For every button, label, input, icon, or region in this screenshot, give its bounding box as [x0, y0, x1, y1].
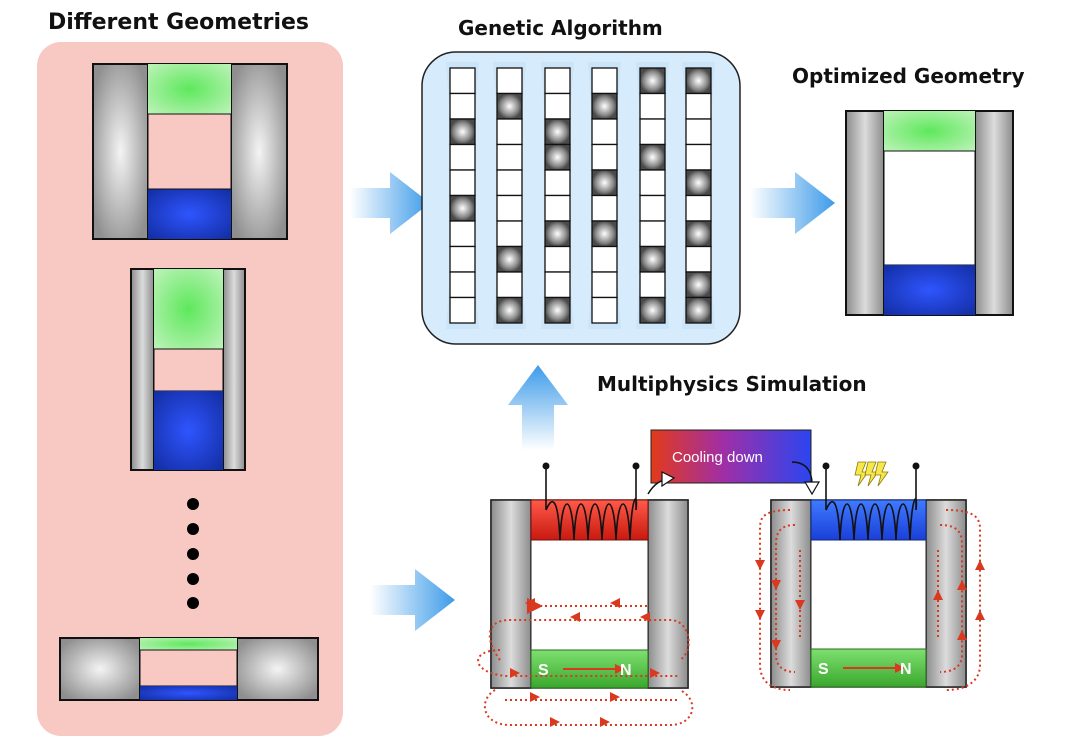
ga-gene-empty — [591, 67, 618, 95]
geometry-1 — [92, 63, 288, 240]
ga-gene-empty — [496, 271, 523, 299]
cooling-indicator: Cooling down — [647, 429, 821, 496]
optimized-geometry-title: Optimized Geometry — [792, 64, 1025, 88]
ga-gene-active — [685, 271, 712, 299]
ga-gene-empty — [591, 194, 618, 222]
ga-gene-empty — [639, 169, 666, 197]
magnet-right-north: N — [900, 661, 912, 678]
ga-gene-empty — [639, 118, 666, 146]
ga-gene-empty — [639, 92, 666, 120]
ga-gene-empty — [449, 296, 476, 324]
ga-gene-empty — [685, 245, 712, 273]
multiphysics-simulation-title: Multiphysics Simulation — [597, 372, 867, 396]
ga-gene-active — [591, 92, 618, 120]
ga-gene-active — [544, 143, 571, 171]
genetic-algorithm-title: Genetic Algorithm — [458, 16, 663, 40]
arrow-up-to-ga — [508, 365, 568, 450]
different-geometries-title: Different Geometries — [48, 10, 310, 35]
ga-gene-empty — [496, 118, 523, 146]
ga-gene-empty — [496, 67, 523, 95]
ga-gene-active — [449, 194, 476, 222]
ga-gene-active — [639, 143, 666, 171]
ga-gene-active — [591, 220, 618, 248]
ga-gene-empty — [639, 194, 666, 222]
ga-gene-empty — [591, 271, 618, 299]
geometry-2 — [130, 268, 246, 471]
cooling-arrow-out — [791, 461, 813, 485]
ga-grid — [446, 62, 715, 329]
ga-gene-empty — [685, 92, 712, 120]
ga-gene-active — [544, 296, 571, 324]
ga-gene-empty — [685, 143, 712, 171]
ga-gene-empty — [591, 245, 618, 273]
ga-gene-empty — [449, 271, 476, 299]
ga-gene-empty — [496, 143, 523, 171]
ga-gene-empty — [544, 67, 571, 95]
ga-gene-active — [449, 118, 476, 146]
ga-gene-empty — [544, 194, 571, 222]
simulation-cold: S N — [755, 461, 985, 691]
magnet-right-south: S — [818, 661, 829, 678]
ga-gene-empty — [639, 271, 666, 299]
arrow-to-simulation — [370, 569, 455, 631]
ga-gene-empty — [591, 118, 618, 146]
ga-gene-empty — [685, 118, 712, 146]
cooling-label: Cooling down — [672, 449, 763, 466]
ga-gene-active — [496, 296, 523, 324]
arrow-to-ga — [350, 172, 430, 234]
ga-gene-empty — [544, 271, 571, 299]
ga-gene-empty — [685, 194, 712, 222]
ellipsis-dots — [187, 498, 199, 609]
lightning-icon — [854, 461, 889, 487]
ga-gene-empty — [449, 169, 476, 197]
arrow-to-optimized — [750, 172, 835, 234]
ga-gene-empty — [496, 220, 523, 248]
ga-gene-empty — [639, 220, 666, 248]
ga-gene-empty — [449, 220, 476, 248]
simulation-hot: S N — [477, 462, 694, 727]
ga-gene-active — [685, 67, 712, 95]
ga-gene-empty — [496, 169, 523, 197]
ga-gene-empty — [449, 67, 476, 95]
ga-gene-active — [639, 296, 666, 324]
ga-gene-active — [685, 296, 712, 324]
geometry-3 — [59, 637, 319, 701]
ga-gene-empty — [591, 143, 618, 171]
ga-gene-active — [544, 118, 571, 146]
ga-gene-empty — [496, 194, 523, 222]
ga-gene-empty — [591, 296, 618, 324]
ga-gene-empty — [449, 245, 476, 273]
ga-gene-active — [685, 169, 712, 197]
ga-gene-empty — [544, 92, 571, 120]
ga-gene-active — [496, 92, 523, 120]
ga-gene-active — [639, 245, 666, 273]
ga-gene-empty — [449, 92, 476, 120]
ga-gene-active — [496, 245, 523, 273]
ga-gene-active — [544, 220, 571, 248]
ga-gene-empty — [544, 169, 571, 197]
magnet-left-north: N — [620, 662, 632, 679]
ga-gene-active — [685, 220, 712, 248]
optimized-geometry — [845, 110, 1014, 316]
ga-gene-active — [591, 169, 618, 197]
magnet-left-south: S — [538, 662, 549, 679]
ga-gene-empty — [449, 143, 476, 171]
ga-gene-active — [639, 67, 666, 95]
ga-gene-empty — [544, 245, 571, 273]
